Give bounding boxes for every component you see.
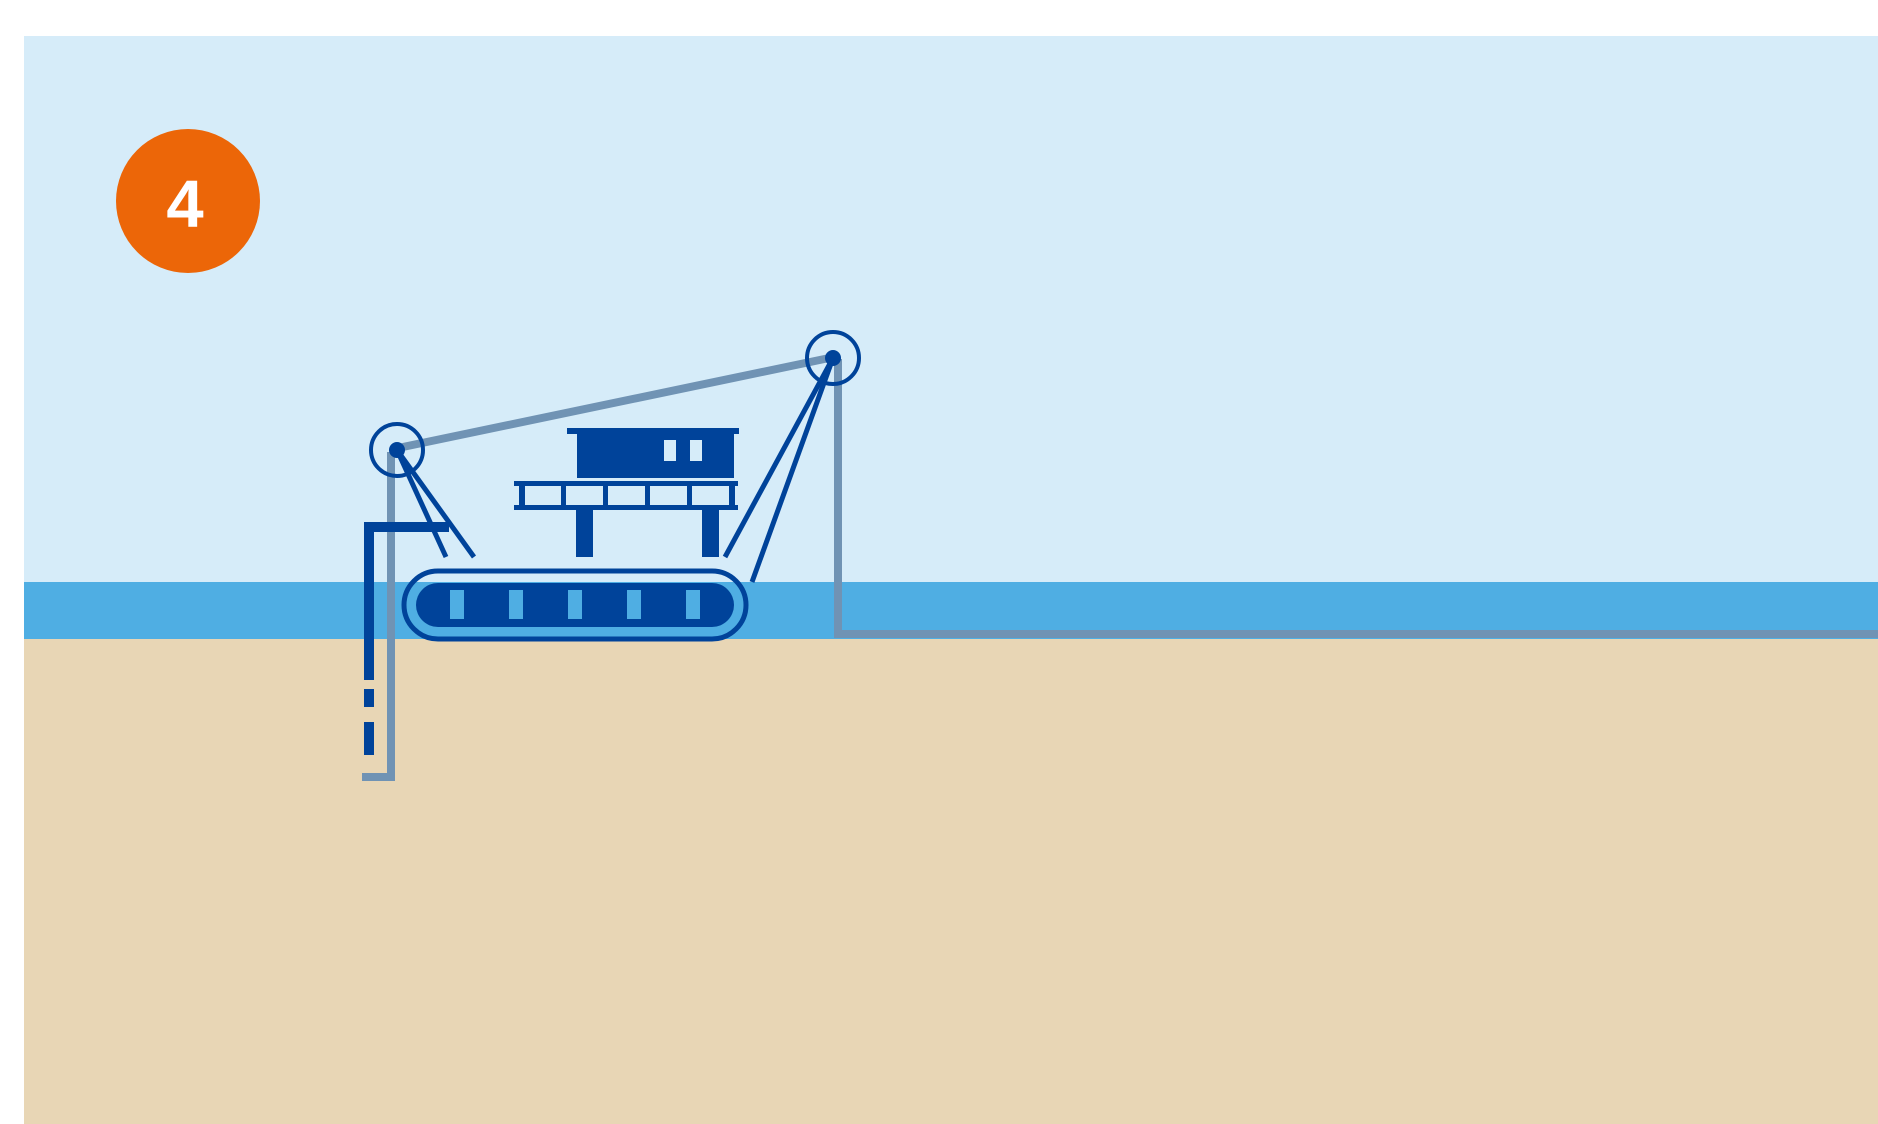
right-pulley-icon: [722, 330, 861, 583]
water-band: [24, 582, 1878, 639]
pile-casing-icon: [364, 522, 449, 755]
left-pulley-icon: [369, 422, 477, 559]
winch-cable: [362, 353, 1878, 781]
crawler-crane-icon: [401, 428, 749, 642]
step-number: 4: [166, 167, 203, 242]
ground: [24, 639, 1878, 1124]
step-badge: 4: [116, 129, 260, 273]
sky: [24, 36, 1878, 582]
